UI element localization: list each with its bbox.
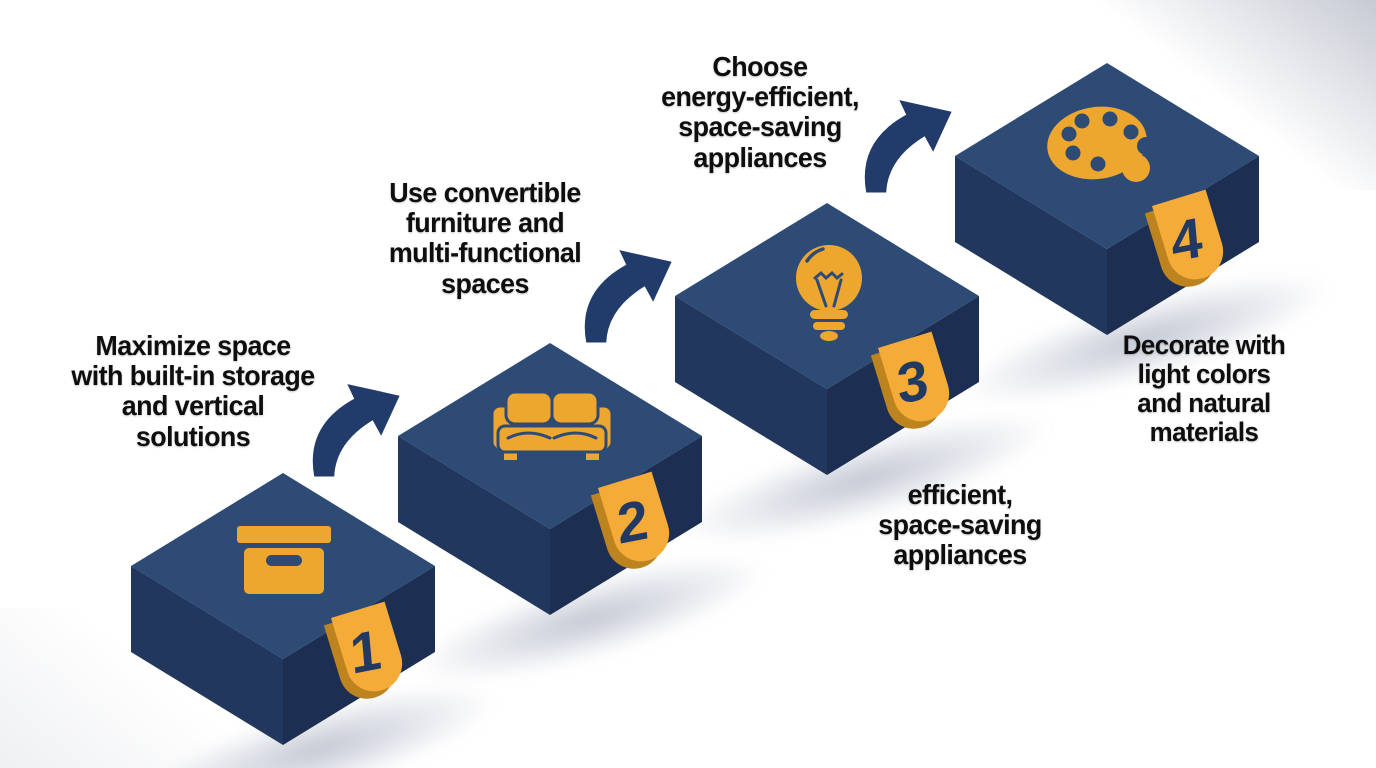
step-1-number: 1 [348, 617, 384, 686]
box-left-face [398, 436, 550, 615]
step-3-badge: 3 [870, 331, 950, 429]
step-4-number: 4 [1169, 205, 1205, 274]
storage-box-icon [237, 526, 331, 594]
step-1-badge: 1 [323, 601, 403, 699]
box-left-face [131, 566, 283, 745]
step-3-box: 3 [675, 203, 979, 475]
box-left-face [675, 296, 827, 475]
step-4-box: 4 [955, 63, 1259, 335]
sofa-icon [490, 390, 614, 460]
curved-arrow-1-icon [312, 384, 400, 477]
step-4-badge: 4 [1144, 189, 1224, 287]
step-2-label: Use convertible furniture and multi-func… [388, 177, 582, 299]
step-1-box: 1 [131, 473, 435, 745]
step-1-label: Maximize space with built-in storage and… [71, 330, 315, 452]
box-left-face [955, 156, 1107, 335]
step-3-number: 3 [895, 347, 931, 416]
step-4-label: Decorate with light colors and natural m… [1122, 330, 1286, 448]
palette-icon [1047, 106, 1155, 182]
step-3-label: Choose energy-efficient, space-saving ap… [661, 51, 859, 173]
extra-text-label: efficient, space-saving appliances [878, 479, 1042, 571]
curved-arrow-3-icon [864, 100, 952, 193]
step-2-box: 2 [398, 343, 702, 615]
lightbulb-icon [796, 245, 862, 341]
step-2-number: 2 [615, 487, 651, 556]
curved-arrow-2-icon [584, 250, 672, 343]
step-2-badge: 2 [590, 471, 670, 569]
